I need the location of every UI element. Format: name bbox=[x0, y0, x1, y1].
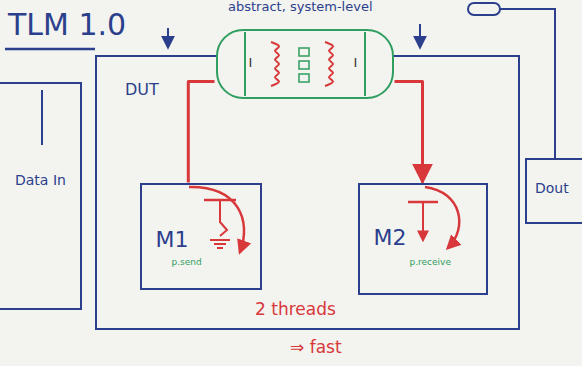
sub-label: I bbox=[354, 56, 358, 71]
process-sketch bbox=[408, 187, 459, 248]
down-arrow bbox=[419, 24, 421, 47]
channel-outline bbox=[215, 28, 395, 100]
note-text: abstract, system-level bbox=[228, 0, 373, 15]
box-label: I bbox=[249, 56, 253, 71]
note-text: 2 threads bbox=[255, 300, 336, 320]
module-box: M2p.receive bbox=[358, 183, 488, 295]
output-box: Dout bbox=[525, 158, 582, 224]
module-box: M1 p.send bbox=[140, 183, 262, 290]
sub-label: p.receive bbox=[410, 257, 451, 267]
output-wire bbox=[500, 9, 555, 158]
input-wire bbox=[41, 90, 43, 145]
signal-connector bbox=[188, 82, 214, 183]
signal-connector bbox=[395, 82, 423, 183]
title-text: TLM 1.0 bbox=[8, 8, 126, 43]
input-box: Data In bbox=[0, 82, 82, 310]
note-text: ⇒ fast bbox=[290, 338, 342, 358]
down-arrow bbox=[167, 28, 169, 47]
box-label: M2 bbox=[374, 225, 407, 250]
box-label: M1 bbox=[156, 227, 189, 252]
channel-shape: II bbox=[215, 28, 395, 100]
box-label: Data In bbox=[15, 172, 70, 188]
box-label: Dout bbox=[535, 180, 569, 196]
sub-label: p.send bbox=[172, 257, 202, 267]
title-underline bbox=[5, 48, 95, 51]
box-label: DUT bbox=[125, 81, 159, 99]
dut-box: I I M1 p.send M2p.receive DUT bbox=[95, 55, 520, 330]
process-sketch bbox=[189, 187, 244, 252]
output-port-symbol bbox=[468, 3, 500, 15]
